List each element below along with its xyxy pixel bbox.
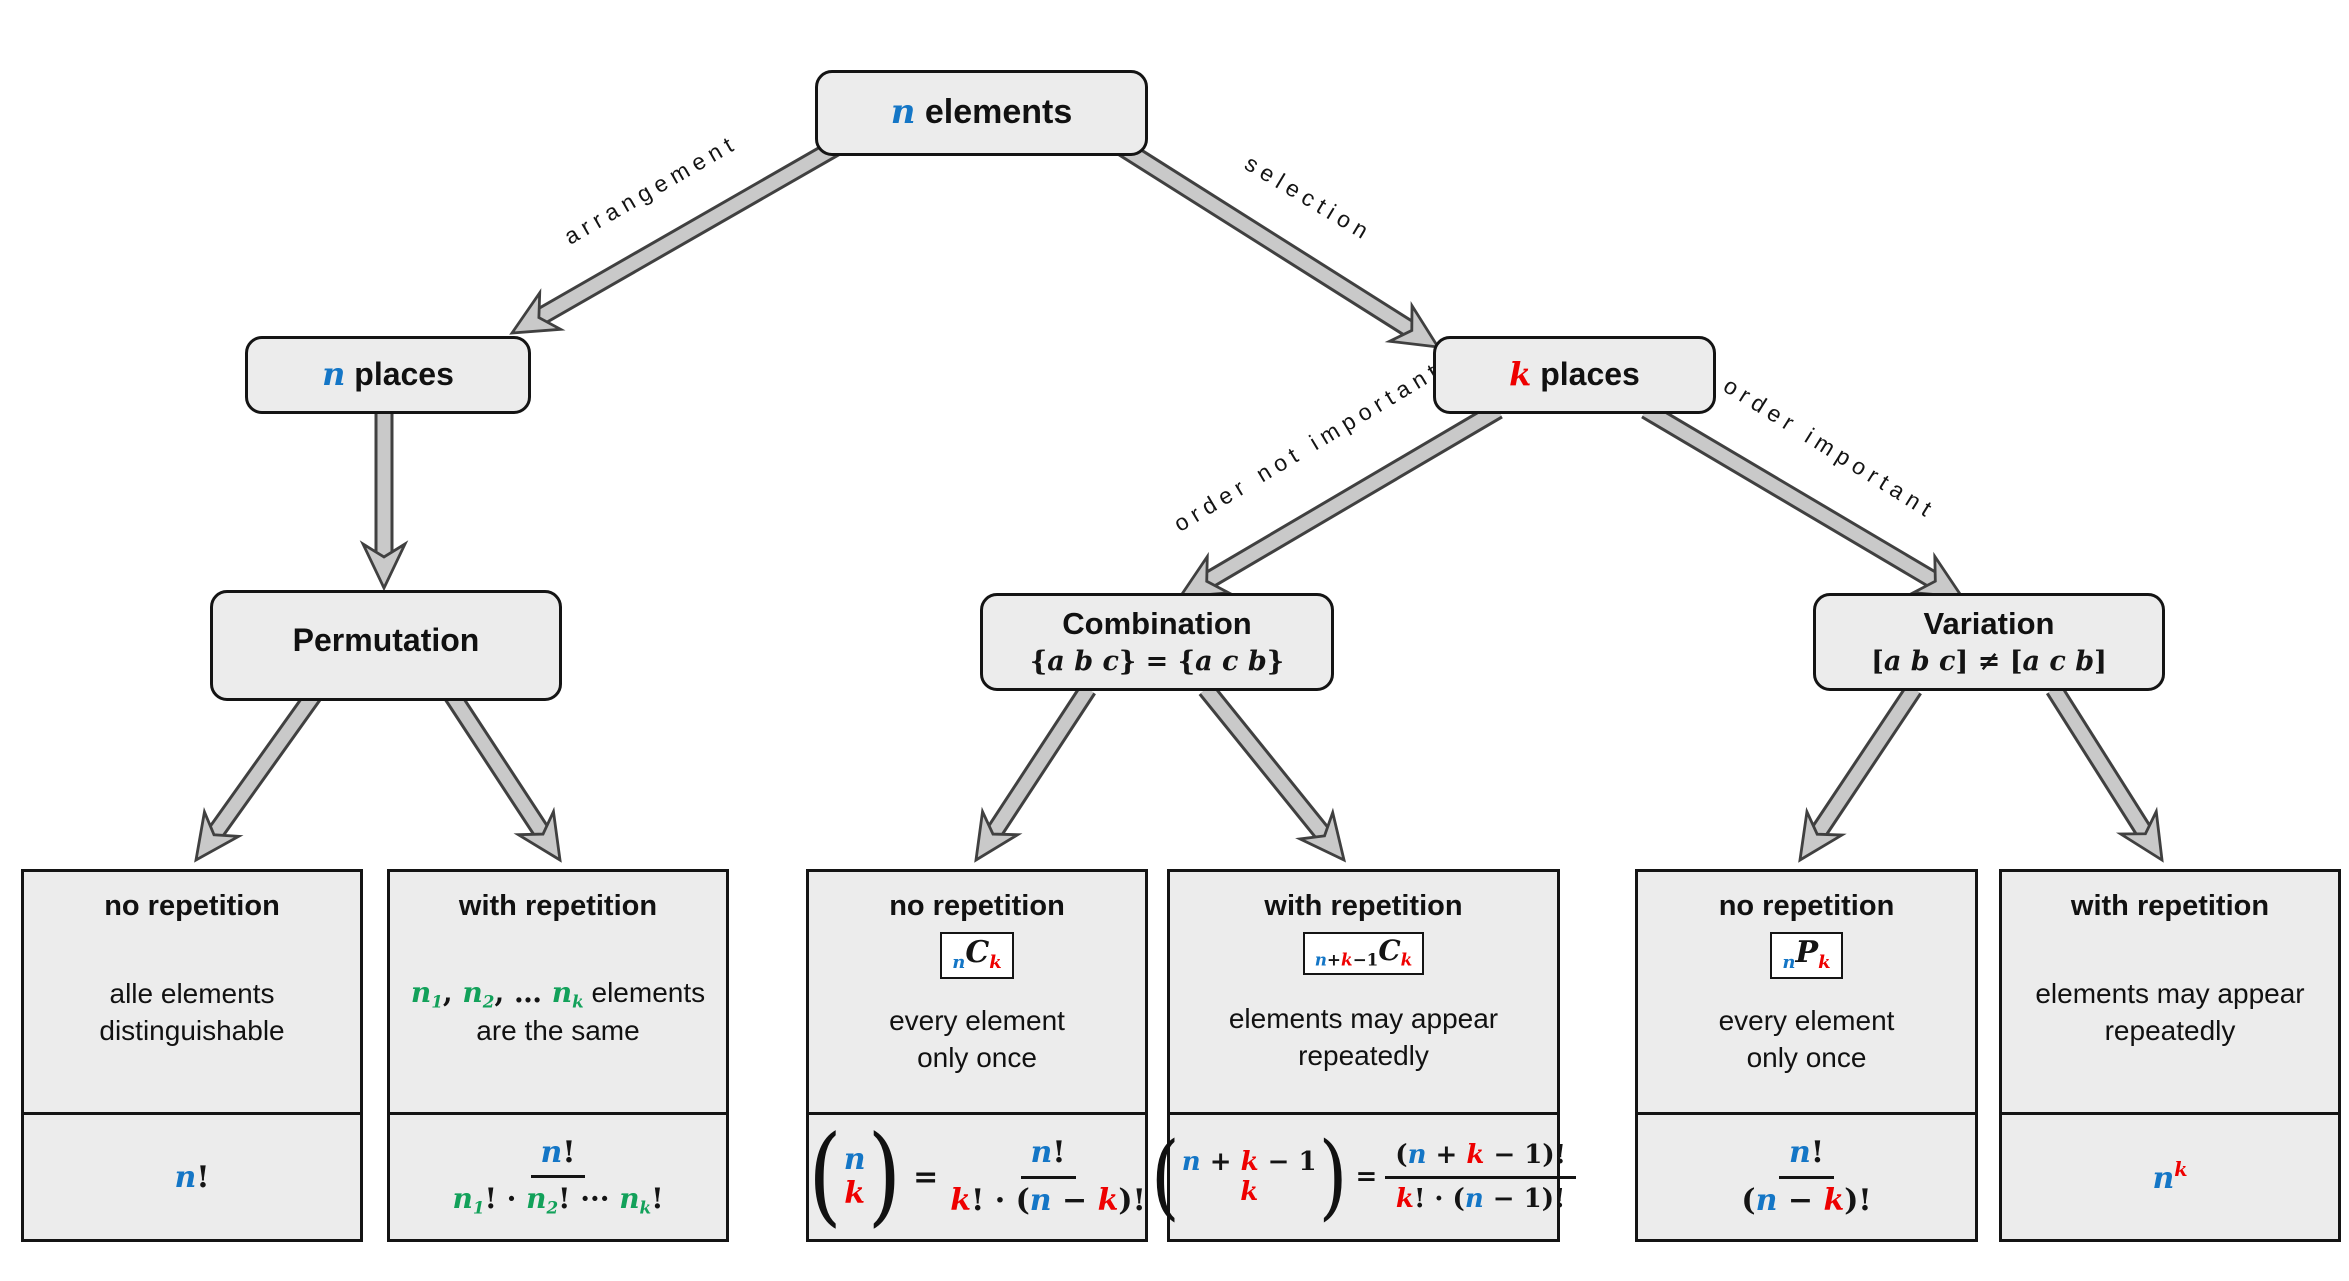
node-combination-title: Combination (1062, 606, 1252, 642)
left-paren: ( (808, 1113, 842, 1239)
arrow-k-places-to-variation (1641, 401, 1965, 599)
leaf-top: with repetition elements may appear repe… (2002, 872, 2338, 1115)
node-permutation: Permutation (210, 590, 562, 701)
arrow-n-places-to-permutation (359, 410, 409, 592)
leaf-top: with repetition n+k−1Ck elements may app… (1170, 872, 1557, 1115)
formula-multiset-permutation: n!n1! · n2! ··· nk! (452, 1134, 664, 1218)
equals-sign: = (1355, 1162, 1378, 1192)
badge-n-plus-k-minus-1-Ck: n+k−1Ck (1302, 932, 1425, 975)
arrow-root-to-n-places (509, 137, 843, 335)
edge-label-order-important: order important (1719, 372, 1941, 524)
equals-sign: = (913, 1159, 939, 1195)
formula-n-factorial: n! (174, 1159, 210, 1195)
node-n-places-label: n places (322, 355, 454, 394)
node-variation: Variation [a b c] ≠ [a c b] (1813, 593, 2165, 691)
leaf-body: alle elements distinguishable (99, 977, 285, 1046)
node-combination: Combination {a b c} = {a c b} (980, 593, 1334, 691)
leaf-variation-with-repetition: with repetition elements may appear repe… (1999, 869, 2341, 1242)
badge-nCk: nCk (940, 932, 1014, 979)
leaf-header: with repetition (1264, 890, 1463, 922)
leaf-header: with repetition (2070, 890, 2270, 922)
leaf-combination-with-repetition: with repetition n+k−1Ck elements may app… (1151, 869, 1577, 1242)
arrow-variation-to-with-repetition (2045, 683, 2164, 863)
arrow-k-places-to-combination (1177, 401, 1503, 599)
leaf-header: no repetition (104, 890, 280, 922)
right-paren: ) (867, 1113, 902, 1239)
node-k-places-label: k places (1509, 355, 1640, 394)
edge-label-order-not-important: order not important (1169, 356, 1447, 537)
leaf-top: no repetition alle elements distinguisha… (24, 872, 360, 1115)
leaf-top: with repetition n1, n2, … nk elements ar… (390, 872, 726, 1115)
leaf-body: n1, n2, … nk elements are the same (410, 976, 706, 1046)
node-combination-example: {a b c} = {a c b} (1029, 645, 1285, 677)
node-n-elements: n elements (815, 70, 1148, 156)
leaf-variation-no-repetition: no repetition nPk every element only onc… (1635, 869, 1978, 1242)
leaf-body: elements may appear repeatedly (2035, 977, 2305, 1046)
leaf-header: no repetition (1718, 890, 1895, 922)
arrow-permutation-to-with-repetition (440, 683, 562, 863)
leaf-header: with repetition (458, 890, 658, 922)
node-k-places: k places (1433, 336, 1716, 414)
right-paren: ) (1318, 1122, 1348, 1231)
formula-n-power-k: nk (2152, 1158, 2188, 1196)
node-variation-example: [a b c] ≠ [a c b] (1871, 645, 2107, 677)
leaf-body: every element only once (889, 1005, 1065, 1074)
node-n-places: n places (245, 336, 531, 414)
node-permutation-title: Permutation (292, 621, 480, 658)
edge-label-arrangement: arrangement (559, 129, 742, 250)
leaf-body: elements may appear repeatedly (1228, 1003, 1499, 1072)
leaf-permutation-no-repetition: no repetition alle elements distinguisha… (21, 869, 363, 1242)
arrow-root-to-k-places (1114, 137, 1441, 349)
leaf-combination-no-repetition: no repetition nCk every element only onc… (806, 869, 1148, 1242)
leaf-header: no repetition (889, 890, 1065, 922)
left-paren: ( (1150, 1122, 1180, 1231)
formula-partial-permutation: n!(n − k)! (1741, 1135, 1872, 1218)
leaf-body: every element only once (1718, 1005, 1895, 1074)
badge-nPk: nPk (1770, 932, 1843, 979)
node-n-elements-label: n elements (890, 92, 1073, 133)
leaf-permutation-with-repetition: with repetition n1, n2, … nk elements ar… (387, 869, 729, 1242)
arrow-combination-to-no-repetition (974, 683, 1096, 863)
leaf-top: no repetition nCk every element only onc… (809, 872, 1145, 1115)
arrow-combination-to-with-repetition (1198, 683, 1347, 863)
arrow-variation-to-no-repetition (1798, 683, 1922, 863)
leaf-top: no repetition nPk every element only onc… (1638, 872, 1975, 1115)
arrow-permutation-to-no-repetition (194, 683, 326, 863)
node-variation-title: Variation (1923, 606, 2055, 642)
